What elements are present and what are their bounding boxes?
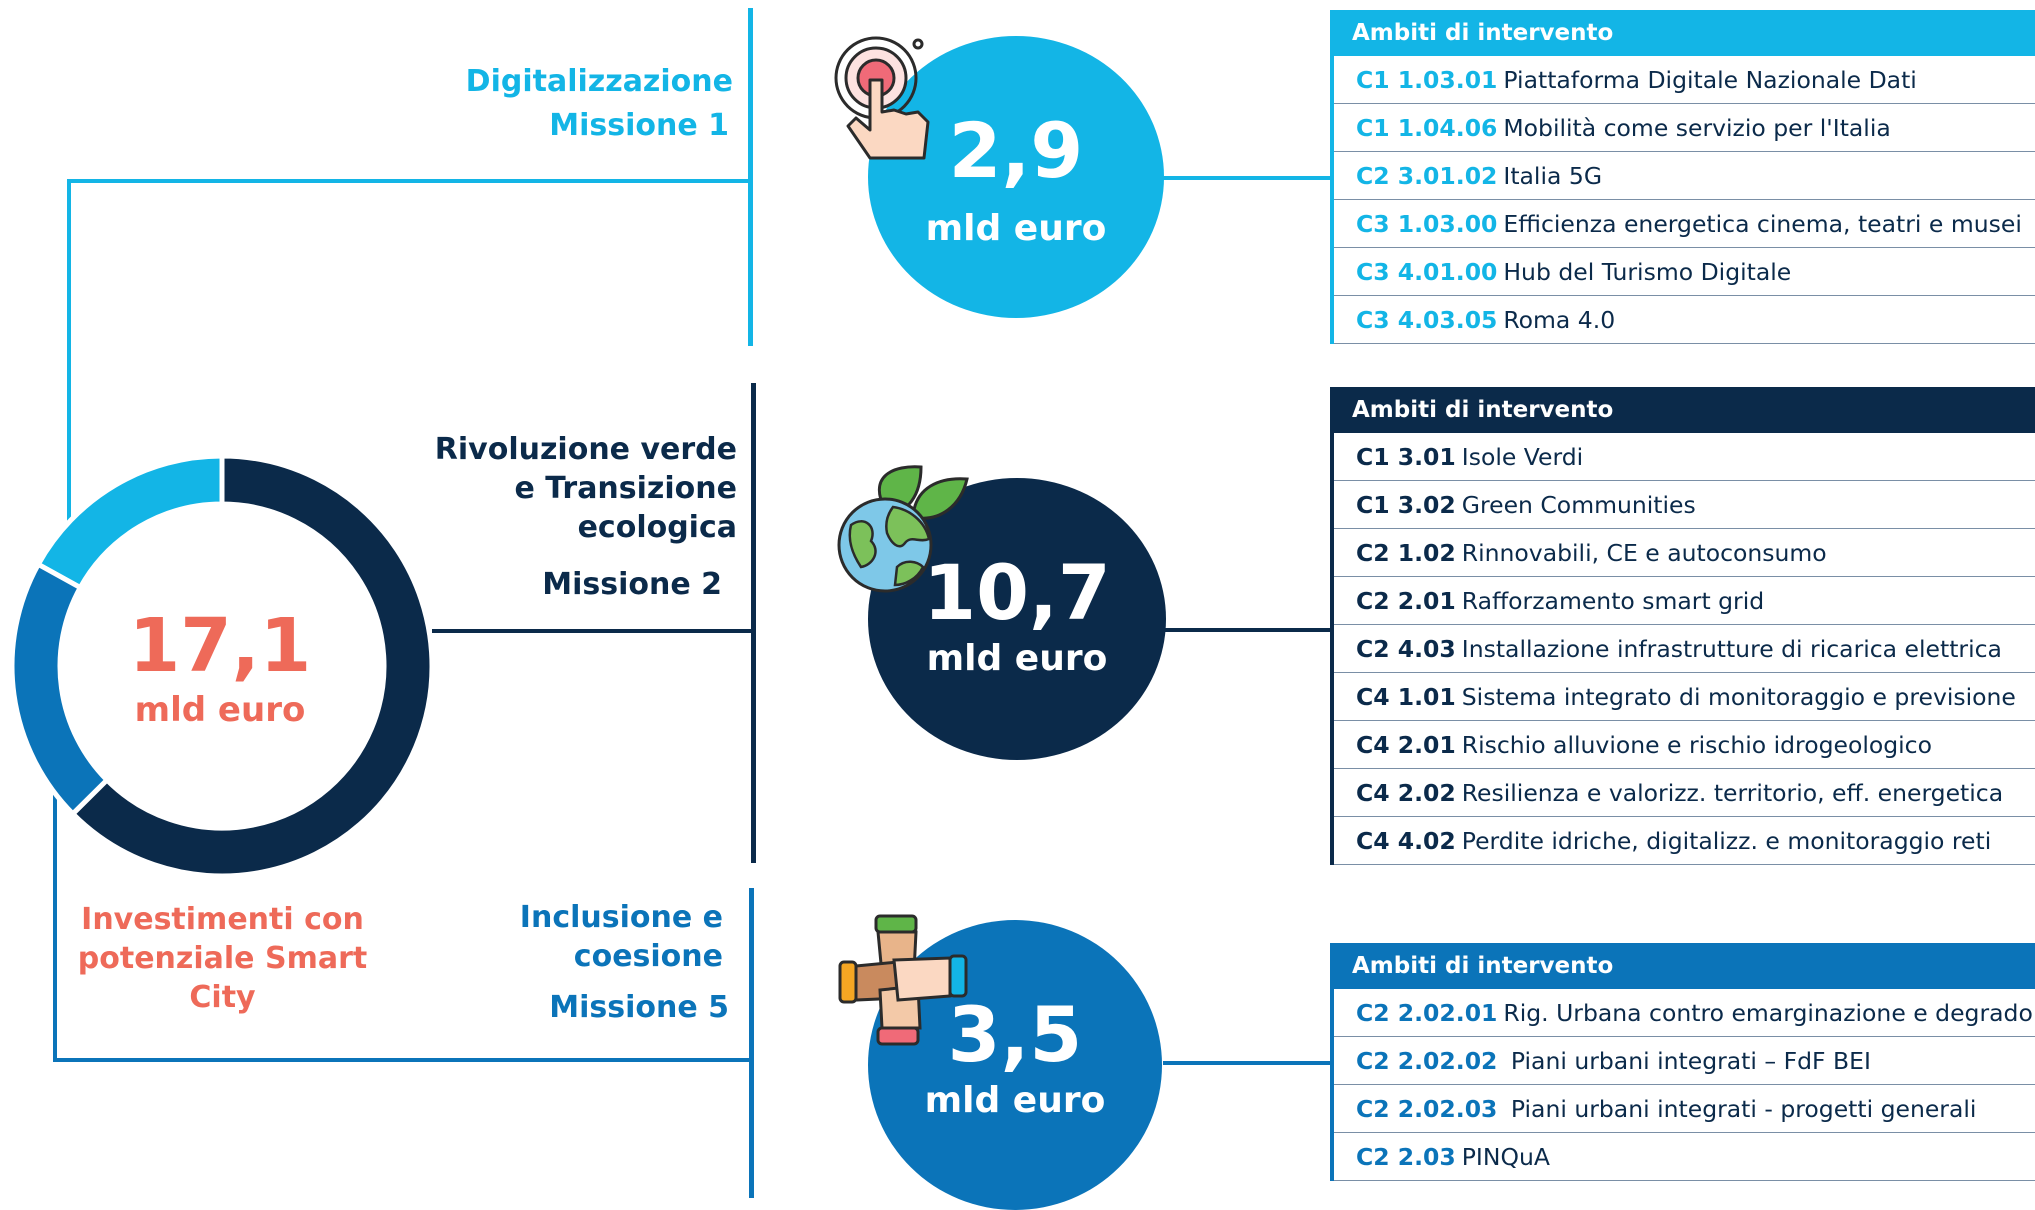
donut-chart <box>9 453 435 879</box>
row-text: Piani urbani integrati – FdF BEI <box>1503 1047 1871 1075</box>
touch-icon <box>834 36 930 160</box>
row-text: Green Communities <box>1461 491 1696 519</box>
mission-5-value: 3,5 <box>947 990 1083 1079</box>
row-code: C2 2.01 <box>1356 587 1456 615</box>
row-code: C1 3.01 <box>1356 443 1456 471</box>
row-text: Italia 5G <box>1503 162 1603 190</box>
table-row: C2 2.02.02 Piani urbani integrati – FdF … <box>1334 1037 2035 1085</box>
row-text: Sistema integrato di monitoraggio e prev… <box>1461 683 2016 711</box>
row-code: C3 4.03.05 <box>1356 306 1498 334</box>
total-unit: mld euro <box>134 690 306 730</box>
row-code: C4 4.02 <box>1356 827 1456 855</box>
mission-5-name: Inclusione e coesione <box>519 900 723 974</box>
connector-m1-left-vertical <box>67 179 71 534</box>
row-text: PINQuA <box>1461 1143 1550 1171</box>
row-text: Mobilità come servizio per l'Italia <box>1503 114 1891 142</box>
connector-m5-horizontal <box>53 1058 751 1062</box>
mission-1-amount-circle: 2,9 mld euro <box>868 36 1164 318</box>
row-code: C1 3.02 <box>1356 491 1456 519</box>
mission-1-unit: mld euro <box>925 208 1107 249</box>
row-code: C4 1.01 <box>1356 683 1456 711</box>
connector-m5-to-table <box>1163 1061 1333 1065</box>
connector-m2-vertical <box>751 383 756 863</box>
mission-5-unit: mld euro <box>924 1080 1106 1121</box>
row-text: Rig. Urbana contro emarginazione e degra… <box>1503 999 2033 1027</box>
mission-1-label: Missione 1 <box>549 108 729 143</box>
connector-m1-to-table <box>1160 176 1332 180</box>
row-code: C2 2.02.01 <box>1356 999 1498 1027</box>
row-text: Roma 4.0 <box>1503 306 1616 334</box>
mission-2-name: Rivoluzione verde e Transizione ecologic… <box>434 432 737 545</box>
mission-1-name: Digitalizzazione <box>465 64 733 99</box>
row-code: C4 2.02 <box>1356 779 1456 807</box>
connector-m1-horizontal-left <box>67 179 750 183</box>
donut-slice-3 <box>9 560 111 818</box>
row-text: Rinnovabili, CE e autoconsumo <box>1461 539 1827 567</box>
mission-2-label: Missione 2 <box>542 567 722 602</box>
connector-m5-vertical <box>749 888 754 1198</box>
total-value: 17,1 <box>128 603 312 689</box>
joined-hands-icon <box>838 914 968 1046</box>
mission-2-unit: mld euro <box>926 638 1108 679</box>
mission-1-value: 2,9 <box>948 106 1084 195</box>
row-code: C4 2.01 <box>1356 731 1456 759</box>
connector-m2-to-table <box>1165 628 1333 632</box>
row-code: C3 4.01.00 <box>1356 258 1498 286</box>
mission-2-value: 10,7 <box>923 548 1111 637</box>
row-text: Installazione infrastrutture di ricarica… <box>1461 635 2002 663</box>
donut-slice-2 <box>69 453 435 879</box>
mission-2-table-header: Ambiti di intervento <box>1330 387 2035 433</box>
row-code: C3 1.03.00 <box>1356 210 1498 238</box>
connector-m2-horizontal <box>432 629 752 633</box>
row-text: Piattaforma Digitale Nazionale Dati <box>1503 66 1917 94</box>
row-text: Efficienza energetica cinema, teatri e m… <box>1503 210 2022 238</box>
mission-5-table-header: Ambiti di intervento <box>1330 943 2035 989</box>
row-text: Rischio alluvione e rischio idrogeologic… <box>1461 731 1932 759</box>
connector-m1-vertical <box>748 8 753 346</box>
row-text: Rafforzamento smart grid <box>1461 587 1765 615</box>
donut-slice-1 <box>34 453 225 591</box>
row-code: C1 1.03.01 <box>1356 66 1498 94</box>
row-code: C2 1.02 <box>1356 539 1456 567</box>
mission-1-table-header: Ambiti di intervento <box>1330 10 2035 56</box>
table-row: C2 2.02.03 Piani urbani integrati - prog… <box>1334 1085 2035 1133</box>
row-text: Resilienza e valorizz. territorio, eff. … <box>1461 779 2004 807</box>
row-text: Isole Verdi <box>1461 443 1584 471</box>
row-text: Piani urbani integrati - progetti genera… <box>1503 1095 1977 1123</box>
mission-5-label: Missione 5 <box>549 990 729 1025</box>
row-code: C2 4.03 <box>1356 635 1456 663</box>
connector-m5-left-vertical <box>53 790 57 1062</box>
row-text: Perdite idriche, digitalizz. e monitorag… <box>1461 827 1992 855</box>
total-caption: Investimenti con potenziale Smart City <box>77 902 368 1015</box>
row-code: C2 3.01.02 <box>1356 162 1498 190</box>
row-code: C2 2.02.02 <box>1356 1047 1498 1075</box>
globe-leaves-icon <box>837 465 969 593</box>
row-code: C2 2.02.03 <box>1356 1095 1498 1123</box>
row-text: Hub del Turismo Digitale <box>1503 258 1792 286</box>
row-code: C2 2.03 <box>1356 1143 1456 1171</box>
row-code: C1 1.04.06 <box>1356 114 1498 142</box>
